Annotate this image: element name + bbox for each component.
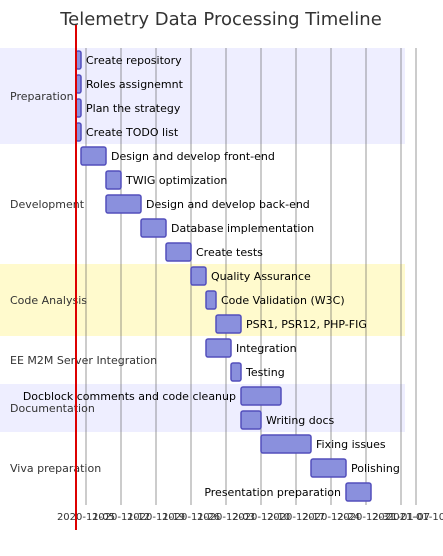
task-bars xyxy=(75,50,372,502)
task-label: Docblock comments and code cleanup xyxy=(23,390,236,403)
task-label: Design and develop front-end xyxy=(111,150,275,163)
task-label: Create tests xyxy=(196,246,263,259)
chart-title: Telemetry Data Processing Timeline xyxy=(59,9,382,30)
task-label: Polishing xyxy=(351,462,400,475)
section-band xyxy=(0,144,405,264)
x-tick-label: 2020-12-10 xyxy=(232,512,290,523)
x-tick-label: 2021-01-10 xyxy=(387,512,443,523)
task-bar xyxy=(310,458,347,478)
task-label: Design and develop back-end xyxy=(146,198,310,211)
task-bar xyxy=(80,146,107,166)
section-band xyxy=(0,384,405,432)
task-bar xyxy=(105,194,142,214)
section-label: Documentation xyxy=(10,402,95,415)
task-bar xyxy=(240,410,262,430)
x-tick-label: 2021-01-07 xyxy=(372,512,430,523)
task-bar xyxy=(105,170,122,190)
task-label: Create TODO list xyxy=(86,126,179,139)
task-label: Writing docs xyxy=(266,414,335,427)
x-tick-label: 2020-11-05 xyxy=(57,512,115,523)
task-label: Quality Assurance xyxy=(211,270,311,283)
task-bar xyxy=(215,314,242,334)
task-label: Plan the strategy xyxy=(86,102,181,115)
section-label: Preparation xyxy=(10,90,74,103)
x-tick-label: 2020-12-31 xyxy=(337,512,395,523)
section-label: Viva preparation xyxy=(10,462,101,475)
task-label: Roles assignemnt xyxy=(86,78,184,91)
task-label: Create repository xyxy=(86,54,182,67)
task-label: PSR1, PSR12, PHP-FIG xyxy=(246,318,367,331)
task-bar xyxy=(345,482,372,502)
task-bar xyxy=(190,266,207,286)
task-bar xyxy=(260,434,312,454)
task-label: Database implementation xyxy=(171,222,314,235)
section-label: Code Analysis xyxy=(10,294,87,307)
task-bar xyxy=(140,218,167,238)
task-bar xyxy=(165,242,192,262)
x-tick-label: 2020-11-12 xyxy=(92,512,150,523)
task-label: Presentation preparation xyxy=(204,486,341,499)
task-label: Fixing issues xyxy=(316,438,386,451)
section-label: EE M2M Server Integration xyxy=(10,354,157,367)
task-bar xyxy=(205,290,217,310)
x-tick-label: 2020-12-03 xyxy=(197,512,255,523)
task-label: TWIG optimization xyxy=(125,174,227,187)
section-band xyxy=(0,48,405,144)
task-bar xyxy=(240,386,282,406)
x-tick-label: 2020-11-26 xyxy=(162,512,220,523)
task-label: Testing xyxy=(245,366,285,379)
x-tick-label: 2020-12-17 xyxy=(267,512,325,523)
task-bar xyxy=(230,362,242,382)
section-label: Development xyxy=(10,198,85,211)
task-label: Code Validation (W3C) xyxy=(221,294,345,307)
x-tick-label: 2020-11-19 xyxy=(127,512,185,523)
task-bar xyxy=(205,338,232,358)
x-tick-label: 2020-12-24 xyxy=(302,512,360,523)
task-label: Integration xyxy=(236,342,297,355)
section-band xyxy=(0,336,405,384)
